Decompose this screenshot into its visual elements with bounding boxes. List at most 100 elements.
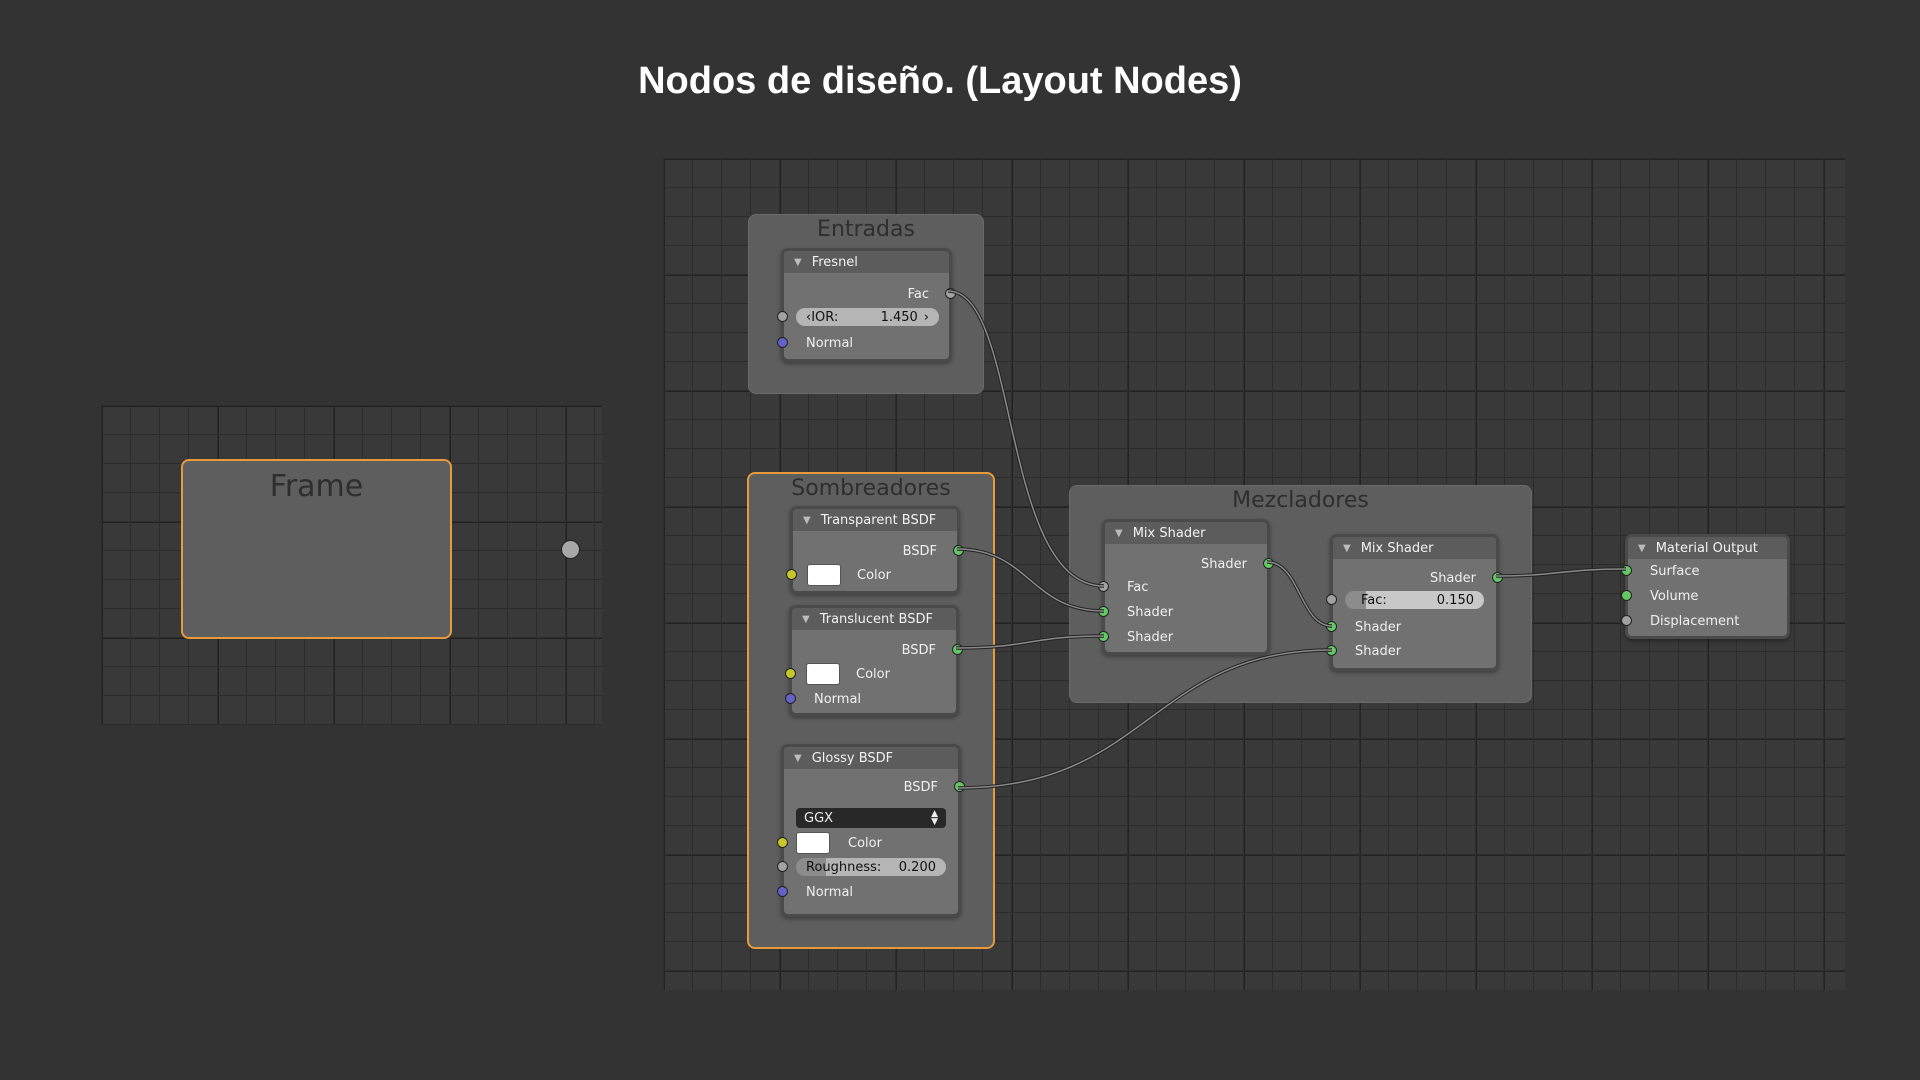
glossy-color-row: Color [777, 832, 958, 854]
translucent-bsdf-node[interactable]: ▼ Translucent BSDF BSDF Color Normal [785, 605, 963, 716]
transparent-bsdf-node[interactable]: ▼ Transparent BSDF BSDF Color [786, 506, 964, 594]
fresnel-ior-value: 1.450 [880, 309, 918, 325]
translucent-normal-row: Normal [785, 689, 956, 709]
mix-shader-2-fac-input-socket[interactable] [1326, 594, 1337, 605]
collapse-triangle-icon[interactable]: ▼ [1638, 542, 1646, 554]
glossy-bsdf-header[interactable]: ▼ Glossy BSDF [784, 747, 958, 769]
node-editor-canvas-left[interactable]: Frame [101, 405, 602, 725]
glossy-normal-input-socket[interactable] [777, 886, 788, 897]
fresnel-ior-label: IOR: [811, 309, 839, 325]
fresnel-normal-row: Normal [777, 333, 949, 353]
mix-shader-2-fac-value: 0.150 [1436, 592, 1474, 608]
collapse-triangle-icon[interactable]: ▼ [1115, 527, 1123, 539]
page-title: Nodos de diseño. (Layout Nodes) [638, 60, 1242, 102]
mix-shader-1-header[interactable]: ▼ Mix Shader [1105, 522, 1267, 544]
transparent-bsdf-output-row: BSDF [793, 541, 964, 561]
glossy-roughness-slider[interactable]: Roughness: 0.200 [796, 858, 946, 876]
material-output-node[interactable]: ▼ Material Output Surface Volume Displac… [1621, 534, 1790, 639]
glossy-distribution-value: GGX [804, 810, 834, 826]
fresnel-normal-label: Normal [806, 335, 854, 351]
transparent-bsdf-output-socket[interactable] [953, 545, 964, 556]
mix-shader-node-1[interactable]: ▼ Mix Shader Shader Fac Shader Shader [1098, 519, 1274, 655]
mix-shader-1-fac-label: Fac [1127, 579, 1149, 595]
glossy-normal-row: Normal [777, 882, 958, 902]
fresnel-node-title: Fresnel [811, 254, 858, 270]
frame-sombreadores-label: Sombreadores [791, 476, 951, 501]
mix-shader-1-title: Mix Shader [1132, 525, 1206, 541]
fresnel-node[interactable]: ▼ Fresnel Fac ‹ IOR: 1.450 › Normal [777, 248, 956, 362]
mix-shader-2-title: Mix Shader [1360, 540, 1434, 556]
mix-shader-1-output-row: Shader [1105, 554, 1274, 574]
glossy-bsdf-output-row: BSDF [784, 777, 965, 797]
mix-shader-1-shader2-input-socket[interactable] [1098, 631, 1109, 642]
material-output-header[interactable]: ▼ Material Output [1628, 537, 1787, 559]
mix-shader-2-output-socket[interactable] [1492, 572, 1503, 583]
mix-shader-2-shader2-input-socket[interactable] [1326, 645, 1337, 656]
translucent-color-row: Color [785, 663, 956, 685]
glossy-roughness-input-socket[interactable] [777, 861, 788, 872]
glossy-bsdf-node[interactable]: ▼ Glossy BSDF BSDF GGX ▲▼ Color Roughnes… [777, 744, 965, 917]
material-output-surface-label: Surface [1650, 563, 1700, 579]
fresnel-fac-output-row: Fac [784, 284, 956, 304]
translucent-bsdf-output-label: BSDF [901, 642, 936, 658]
material-output-displacement-socket[interactable] [1621, 615, 1632, 626]
glossy-bsdf-output-socket[interactable] [954, 781, 965, 792]
glossy-roughness-label: Roughness: [806, 859, 882, 875]
collapse-triangle-icon[interactable]: ▼ [803, 514, 811, 526]
mix-shader-2-output-label: Shader [1429, 570, 1476, 586]
select-arrows-icon: ▲▼ [931, 809, 938, 827]
fresnel-fac-output-socket[interactable] [945, 288, 956, 299]
translucent-bsdf-output-socket[interactable] [952, 644, 963, 655]
mix-shader-2-fac-slider[interactable]: Fac: 0.150 [1345, 591, 1484, 609]
translucent-normal-label: Normal [814, 691, 862, 707]
mix-shader-1-shader1-input-socket[interactable] [1098, 606, 1109, 617]
mix-shader-2-output-row: Shader [1333, 568, 1503, 588]
collapse-triangle-icon[interactable]: ▼ [802, 613, 810, 625]
material-output-displacement-label: Displacement [1650, 613, 1740, 629]
collapse-triangle-icon[interactable]: ▼ [794, 752, 802, 764]
mix-shader-1-shader1-row: Shader [1098, 602, 1267, 622]
material-output-volume-socket[interactable] [1621, 590, 1632, 601]
mix-shader-2-shader1-row: Shader [1326, 617, 1496, 637]
translucent-normal-input-socket[interactable] [785, 693, 796, 704]
transparent-color-swatch[interactable] [807, 564, 841, 586]
mix-shader-2-shader2-label: Shader [1355, 643, 1402, 659]
reroute-socket[interactable] [561, 540, 580, 559]
glossy-bsdf-output-label: BSDF [903, 779, 938, 795]
frame-label: Frame [269, 469, 364, 504]
glossy-roughness-value: 0.200 [898, 859, 936, 875]
mix-shader-node-2[interactable]: ▼ Mix Shader Shader Fac: 0.150 Shader Sh… [1326, 534, 1503, 671]
material-output-volume-row: Volume [1621, 586, 1787, 606]
mix-shader-1-fac-input-socket[interactable] [1098, 581, 1109, 592]
frame-node[interactable]: Frame [181, 459, 452, 639]
transparent-bsdf-output-label: BSDF [902, 543, 937, 559]
material-output-displacement-row: Displacement [1621, 611, 1787, 631]
collapse-triangle-icon[interactable]: ▼ [1343, 542, 1351, 554]
mix-shader-2-header[interactable]: ▼ Mix Shader [1333, 537, 1496, 559]
mix-shader-1-output-label: Shader [1200, 556, 1247, 572]
transparent-bsdf-header[interactable]: ▼ Transparent BSDF [793, 509, 957, 531]
chevron-left-icon[interactable]: ‹ [806, 309, 812, 325]
material-output-surface-socket[interactable] [1621, 565, 1632, 576]
fresnel-ior-field[interactable]: ‹ IOR: 1.450 › [796, 308, 939, 326]
fresnel-node-header[interactable]: ▼ Fresnel [784, 251, 949, 273]
glossy-color-swatch[interactable] [796, 832, 830, 854]
mix-shader-1-shader1-label: Shader [1127, 604, 1174, 620]
glossy-distribution-select[interactable]: GGX ▲▼ [796, 808, 946, 828]
translucent-color-swatch[interactable] [806, 663, 840, 685]
mix-shader-2-shader1-input-socket[interactable] [1326, 621, 1337, 632]
translucent-color-input-socket[interactable] [785, 668, 796, 679]
material-output-surface-row: Surface [1621, 561, 1787, 581]
mix-shader-2-fac-row: Fac: 0.150 [1326, 590, 1496, 610]
glossy-color-input-socket[interactable] [777, 837, 788, 848]
glossy-normal-label: Normal [806, 884, 854, 900]
mix-shader-1-output-socket[interactable] [1263, 558, 1274, 569]
collapse-triangle-icon[interactable]: ▼ [794, 256, 802, 268]
fresnel-ior-row: ‹ IOR: 1.450 › [777, 307, 949, 327]
transparent-color-input-socket[interactable] [786, 569, 797, 580]
translucent-bsdf-header[interactable]: ▼ Translucent BSDF [792, 608, 956, 630]
fresnel-ior-input-socket[interactable] [777, 311, 788, 322]
chevron-right-icon[interactable]: › [923, 309, 929, 325]
mix-shader-2-shader1-label: Shader [1355, 619, 1402, 635]
fresnel-normal-input-socket[interactable] [777, 337, 788, 348]
